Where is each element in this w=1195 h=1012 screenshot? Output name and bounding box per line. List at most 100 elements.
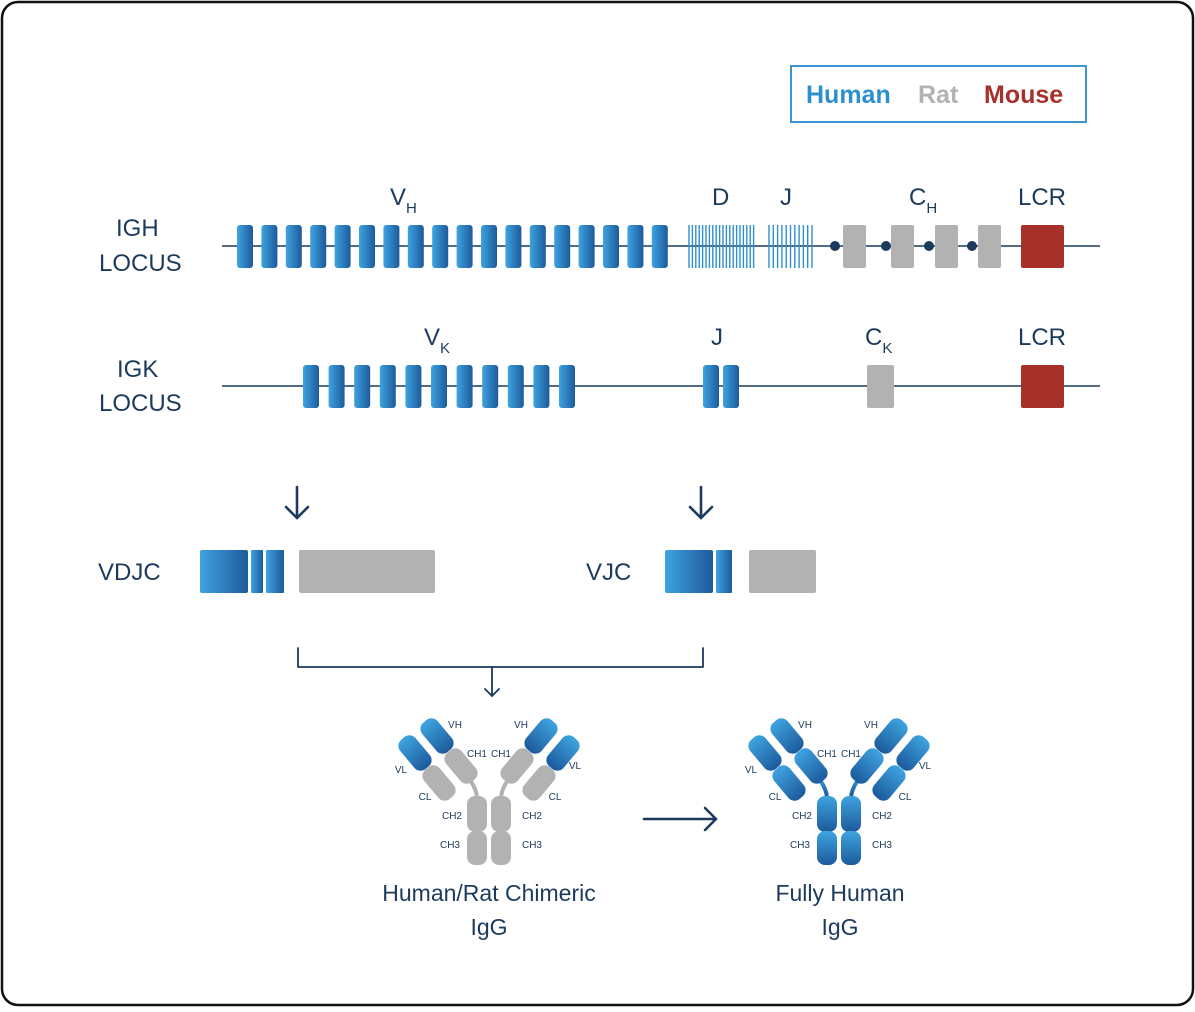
- human-caption-line1: Fully Human: [775, 880, 904, 906]
- igh-v-segment: [578, 225, 595, 268]
- ch1-domain: [444, 748, 478, 784]
- ch2-domain: [817, 796, 837, 832]
- vjc-j-block: [716, 550, 732, 593]
- assembly-bracket: [297, 647, 704, 697]
- igk-j-segment: [723, 365, 739, 408]
- igh-label-line1: IGH: [116, 215, 159, 242]
- vl-domain: [748, 735, 782, 771]
- igh-v-segment: [481, 225, 497, 268]
- ch3-domain: [467, 831, 487, 865]
- igh-j-segment-group: [768, 225, 813, 268]
- igh-v-segment: [554, 225, 571, 268]
- legend-rat: Rat: [918, 81, 959, 109]
- vjc-v-block: [665, 550, 713, 593]
- vl-label: VL: [919, 761, 932, 772]
- transition-arrow: [642, 806, 718, 832]
- ch2-domain: [467, 796, 487, 832]
- igk-v-label: VK: [424, 324, 450, 357]
- vl-domain: [398, 735, 432, 771]
- igk-label-line2: LOCUS: [99, 390, 182, 417]
- igk-v-segment: [405, 365, 422, 408]
- igk-lcr-block: [1021, 365, 1064, 408]
- igh-switch-dot: [881, 241, 891, 251]
- vh-label: VH: [798, 720, 812, 731]
- vh-domain: [420, 718, 454, 754]
- igh-v-segment: [407, 225, 424, 268]
- igk-j-segment: [703, 365, 719, 408]
- igh-switch-dot: [924, 241, 934, 251]
- ch3-label: CH3: [440, 840, 460, 851]
- rearranged-light: VJC: [586, 550, 816, 593]
- igk-v-segment: [431, 365, 447, 408]
- ch3-label: CH3: [790, 840, 810, 851]
- vh-label: VH: [514, 720, 528, 731]
- cl-domain: [422, 765, 456, 801]
- down-arrow-heavy: [284, 485, 310, 520]
- cl-domain: [772, 765, 806, 801]
- vh-label: VH: [864, 720, 878, 731]
- ch1-domain: [794, 748, 828, 784]
- igk-v-segment: [482, 365, 499, 408]
- igh-c-segment: [843, 225, 866, 268]
- human-caption-line2: IgG: [821, 914, 858, 940]
- igk-c-label: CK: [865, 324, 892, 357]
- legend-mouse: Mouse: [984, 81, 1063, 109]
- igk-v-segment: [379, 365, 396, 408]
- igh-j-label: J: [780, 184, 792, 211]
- igh-switch-dot: [830, 241, 840, 251]
- ch1-label: CH1: [817, 749, 837, 760]
- cl-domain: [872, 765, 906, 801]
- vl-domain: [546, 735, 580, 771]
- ch2-domain: [841, 796, 861, 832]
- igk-c-segment: [867, 365, 894, 408]
- igh-v-segment-group: [237, 225, 668, 268]
- igh-lcr-label: LCR: [1018, 184, 1066, 211]
- chimeric-caption-line2: IgG: [470, 914, 507, 940]
- igh-v-segment: [651, 225, 668, 268]
- igk-v-segment: [456, 365, 473, 408]
- ch1-domain: [850, 748, 884, 784]
- vdjc-v-block: [200, 550, 248, 593]
- vdjc-j-block: [266, 550, 284, 593]
- down-arrow-light: [688, 485, 714, 520]
- igk-v-segment: [507, 365, 524, 408]
- igh-v-segment: [505, 225, 522, 268]
- igh-d-segment-group: [688, 225, 755, 268]
- cl-label: CL: [899, 792, 912, 803]
- legend-box: [790, 65, 1087, 123]
- ch1-domain: [500, 748, 534, 784]
- igh-v-segment: [456, 225, 473, 268]
- igh-c-label: CH: [909, 184, 937, 217]
- ch1-label: CH1: [491, 749, 511, 760]
- vh-domain: [770, 718, 804, 754]
- vdjc-label: VDJC: [98, 559, 161, 586]
- ch2-domain: [491, 796, 511, 832]
- cl-domain: [522, 765, 556, 801]
- rearranged-heavy: VDJC: [98, 550, 435, 593]
- igh-v-segment: [334, 225, 351, 268]
- vh-domain: [874, 718, 908, 754]
- igh-d-label: D: [712, 184, 729, 211]
- igh-c-segment: [935, 225, 958, 268]
- igh-switch-dot: [967, 241, 977, 251]
- chimeric-caption-line1: Human/Rat Chimeric: [382, 880, 595, 906]
- vl-domain: [896, 735, 930, 771]
- igh-v-label: VH: [390, 184, 417, 217]
- cl-label: CL: [549, 792, 562, 803]
- igk-v-segment: [354, 365, 371, 408]
- vh-domain: [524, 718, 558, 754]
- igk-v-segment-group: [303, 365, 575, 408]
- igk-j-label: J: [711, 324, 723, 351]
- igh-v-segment: [603, 225, 619, 268]
- ch3-domain: [491, 831, 511, 865]
- igh-c-segment: [891, 225, 914, 268]
- cl-label: CL: [419, 792, 432, 803]
- species-legend: Human Rat Mouse: [790, 65, 1087, 123]
- ch2-label: CH2: [522, 811, 542, 822]
- igh-lcr-block: [1021, 225, 1064, 268]
- igh-v-segment: [285, 225, 302, 268]
- igh-v-segment: [237, 225, 253, 268]
